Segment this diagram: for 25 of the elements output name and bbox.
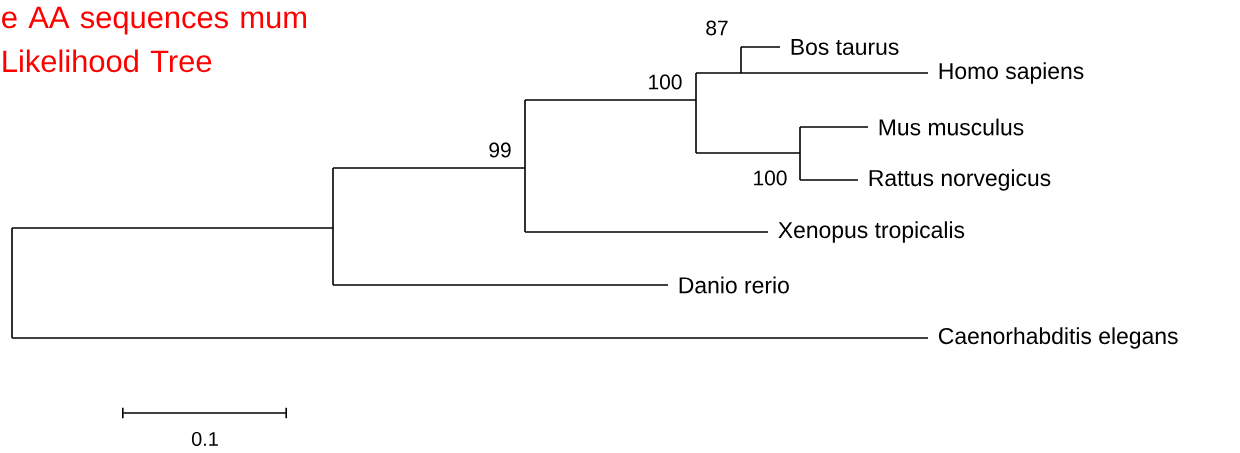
scale-label: 0.1 <box>191 431 218 447</box>
bootstrap-value: 87 <box>706 20 728 36</box>
branch <box>332 284 669 286</box>
taxon-label: Rattus norvegicus <box>869 169 1051 191</box>
taxon-label: Bos taurus <box>791 39 899 55</box>
branch <box>332 167 526 169</box>
branch <box>695 152 801 154</box>
bootstrap-value: 100 <box>649 74 682 90</box>
taxon-label: Homo sapiens <box>939 62 1084 84</box>
branch <box>524 231 769 233</box>
taxon-label: Xenopus tropicalis <box>778 221 965 243</box>
branch <box>799 126 869 128</box>
branch <box>11 227 334 229</box>
branch <box>695 72 742 74</box>
branch <box>799 179 859 181</box>
branch <box>740 72 929 74</box>
title: e AA sequences mum Likelihood Tree <box>2 6 306 73</box>
taxon-label: Caenorhabditis elegans <box>938 327 1178 349</box>
taxon-label: Mus musculus <box>879 118 1024 136</box>
branch <box>11 337 929 339</box>
taxon-label: Danio rerio <box>679 276 789 294</box>
bootstrap-value: 99 <box>489 142 511 158</box>
branch <box>740 46 781 48</box>
bootstrap-value: 100 <box>754 170 787 186</box>
branch <box>524 99 697 101</box>
